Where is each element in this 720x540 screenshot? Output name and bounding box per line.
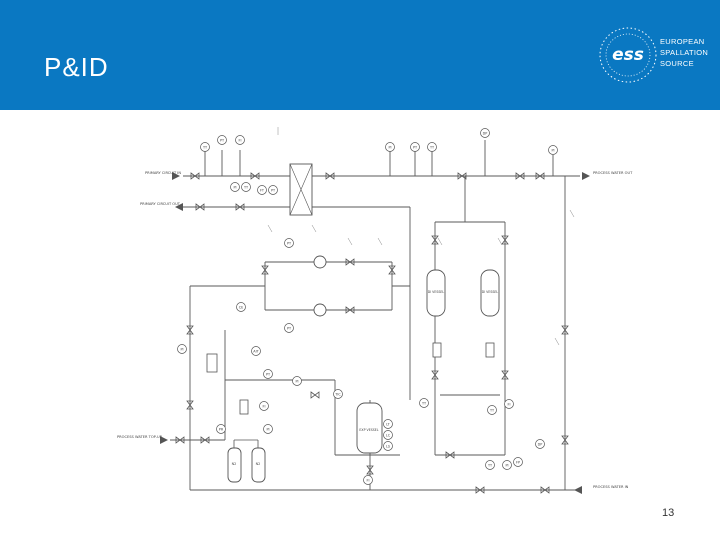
logo-line-1: EUROPEAN	[660, 37, 705, 46]
svg-text:TT: TT	[487, 463, 493, 467]
svg-text:TIC: TIC	[334, 392, 341, 396]
stream-labels: PRIMARY CIRCUIT IN PRIMARY CIRCUIT OUT P…	[117, 171, 633, 494]
svg-text:DP: DP	[483, 131, 488, 135]
svg-text:PR: PR	[219, 427, 224, 431]
svg-text:PT: PT	[413, 145, 418, 149]
pump-icon	[313, 303, 327, 317]
pid-diagram: PRIMARY CIRCUIT IN PRIMARY CIRCUIT OUT P…	[117, 127, 633, 494]
svg-text:TT: TT	[202, 145, 208, 149]
svg-text:FP: FP	[516, 460, 520, 464]
svg-text:FI: FI	[367, 478, 370, 482]
primary-in-label: PRIMARY CIRCUIT IN	[145, 171, 181, 175]
svg-text:PI: PI	[388, 145, 391, 149]
arrow-icon	[160, 436, 168, 444]
svg-text:DP: DP	[538, 442, 543, 446]
di-vessel-left-label: DI VESSEL	[428, 290, 445, 294]
arrow-icon	[574, 486, 582, 494]
n2-right-label: N2	[256, 462, 261, 466]
svg-text:PT: PT	[220, 138, 225, 142]
svg-text:CE: CE	[239, 305, 244, 309]
svg-text:PI: PI	[233, 185, 236, 189]
svg-text:PI: PI	[551, 148, 554, 152]
svg-text:AIT: AIT	[253, 349, 259, 353]
di-vessels: DI VESSEL DI VESSEL	[426, 269, 500, 358]
logo-mark: ess	[612, 45, 644, 65]
svg-text:PT: PT	[266, 372, 271, 376]
svg-text:FI: FI	[239, 138, 242, 142]
n2-bottles: N2 N2	[227, 439, 266, 483]
arrow-icon	[582, 172, 590, 180]
tag-ticks	[267, 127, 575, 346]
svg-text:FI: FI	[263, 404, 266, 408]
svg-text:TT: TT	[429, 145, 435, 149]
logo-line-3: SOURCE	[660, 59, 694, 68]
svg-text:FT: FT	[260, 188, 265, 192]
ess-logo-icon: ess	[599, 27, 657, 83]
svg-text:PI: PI	[295, 379, 298, 383]
arrow-icon	[175, 203, 183, 211]
pipework	[170, 140, 580, 491]
topup-label: PROCESS WATER TOP-UP	[117, 435, 163, 439]
svg-text:PI: PI	[505, 463, 508, 467]
pump-icon	[313, 255, 327, 269]
di-vessel-right-label: DI VESSEL	[482, 290, 499, 294]
svg-text:PT: PT	[287, 241, 292, 245]
instruments: TT PT FI PI TT FT PT PI PT TT DP PI PT P…	[177, 128, 558, 485]
svg-text:TT: TT	[421, 401, 427, 405]
n2-left-label: N2	[232, 462, 237, 466]
svg-text:PT: PT	[287, 326, 292, 330]
pumps	[313, 255, 327, 317]
filters	[206, 353, 249, 415]
process-in-label: PROCESS WATER IN	[593, 485, 629, 489]
svg-text:TT: TT	[489, 408, 495, 412]
primary-out-label: PRIMARY CIRCUIT OUT	[140, 202, 181, 206]
heat-exchanger	[289, 163, 313, 216]
header-bar: P&ID ess EUROPEAN SPALLATION SOURCE	[0, 0, 720, 110]
expansion-vessel: EXP VESSEL	[356, 402, 383, 454]
svg-text:PI: PI	[180, 347, 183, 351]
logo-line-2: SPALLATION	[660, 48, 709, 57]
exp-vessel-label: EXP VESSEL	[359, 428, 378, 432]
process-out-label: PROCESS WATER OUT	[593, 171, 633, 175]
svg-text:PI: PI	[266, 427, 269, 431]
svg-text:PT: PT	[271, 188, 276, 192]
svg-text:TT: TT	[243, 185, 249, 189]
slide-title: P&ID	[44, 52, 109, 82]
svg-text:LT: LT	[386, 422, 390, 426]
svg-text:LS: LS	[386, 444, 390, 448]
page-number: 13	[662, 507, 675, 519]
logo-wordmark: EUROPEAN SPALLATION SOURCE	[660, 36, 708, 69]
svg-text:LC: LC	[386, 433, 391, 437]
svg-text:FI: FI	[508, 402, 511, 406]
arrow-icon	[172, 172, 180, 180]
